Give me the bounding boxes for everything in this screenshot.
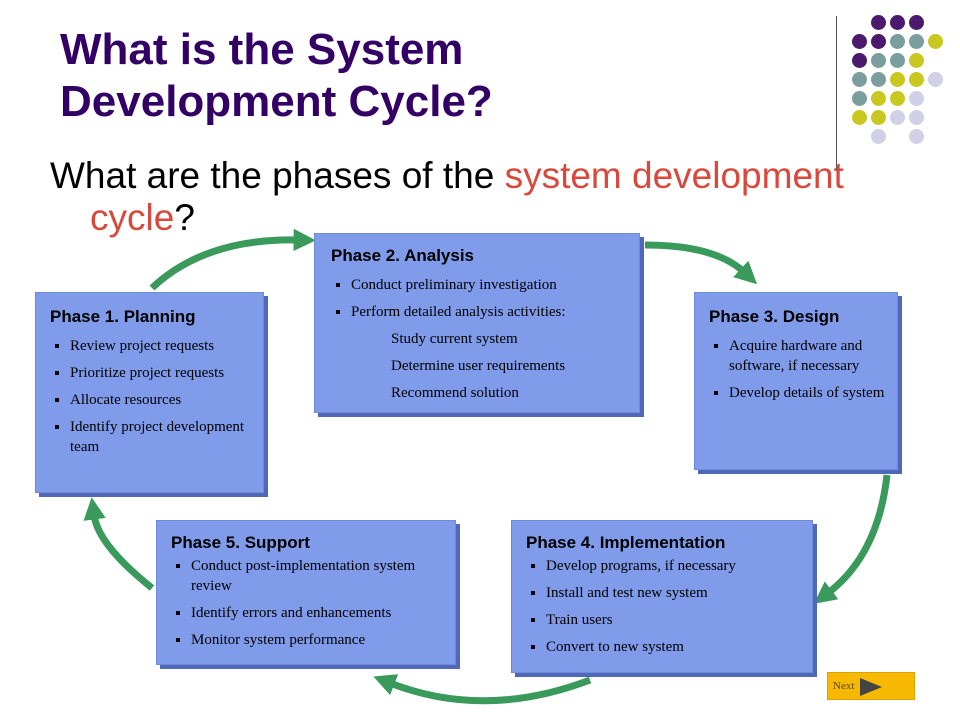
phase-3-items: Acquire hardware and software, if necess… (709, 336, 889, 403)
phase-2-items: Conduct preliminary investigation Perfor… (331, 275, 627, 322)
bullet (336, 310, 340, 314)
phase-2-analysis-box: Phase 2. Analysis Conduct preliminary in… (314, 233, 640, 413)
phase-5-support-box: Phase 5. Support Conduct post-implementa… (156, 520, 456, 665)
phase-1-items: Review project requests Prioritize proje… (50, 336, 257, 457)
phase-2-subitems: Study current system Determine user requ… (331, 329, 627, 403)
subtitle-end: ? (174, 197, 195, 238)
slide-title: What is the System Development Cycle? (60, 24, 780, 128)
decorative-dot (871, 72, 886, 87)
list-item: Conduct preliminary investigation (331, 275, 627, 295)
subtitle-highlight-2: cycle (90, 197, 175, 238)
subtitle-text: What are the phases of the (50, 155, 505, 196)
arrow-phase4-to-phase5 (373, 674, 592, 705)
decorative-dot (909, 53, 924, 68)
decorative-dot (909, 72, 924, 87)
list-item: Monitor system performance (171, 630, 447, 650)
decorative-vertical-line (836, 16, 837, 170)
arrow-phase1-to-phase2 (149, 228, 316, 291)
title-line-2: Development Cycle? (60, 77, 493, 126)
decorative-dot (871, 110, 886, 125)
sub-list-item: Recommend solution (391, 385, 519, 401)
decorative-dot (928, 34, 943, 49)
decorative-dot (852, 91, 867, 106)
decorative-dot (871, 15, 886, 30)
decorative-dot (909, 91, 924, 106)
decorative-dot (909, 34, 924, 49)
decorative-dot (890, 15, 905, 30)
decorative-dot (890, 110, 905, 125)
bullet (531, 618, 535, 622)
bullet (176, 564, 180, 568)
next-button-label: Next (833, 680, 855, 692)
subtitle-highlight-1: system development (504, 155, 844, 196)
bullet (55, 371, 59, 375)
decorative-dot (871, 34, 886, 49)
arrow-phase3-to-phase4 (813, 474, 891, 604)
decorative-dot (909, 129, 924, 144)
phase-4-implementation-box: Phase 4. Implementation Develop programs… (511, 520, 813, 673)
phase-1-planning-box: Phase 1. Planning Review project request… (35, 292, 264, 493)
list-item: Develop details of system (709, 383, 889, 403)
decorative-dot (852, 53, 867, 68)
decorative-dot (928, 72, 943, 87)
bullet (531, 645, 535, 649)
decorative-dot (852, 110, 867, 125)
list-item: Identify project development team (50, 417, 257, 457)
list-item: Convert to new system (526, 637, 804, 657)
bullet (336, 283, 340, 287)
title-line-1: What is the System (60, 25, 464, 74)
decorative-dot (890, 91, 905, 106)
bullet (55, 344, 59, 348)
phase-5-items: Conduct post-implementation system revie… (171, 556, 447, 650)
next-button[interactable]: Next (827, 672, 915, 700)
phase-3-design-box: Phase 3. Design Acquire hardware and sof… (694, 292, 898, 470)
phase-5-title: Phase 5. Support (171, 533, 310, 552)
sub-list-item: Determine user requirements (391, 358, 566, 374)
decorative-dot (871, 53, 886, 68)
bullet (176, 638, 180, 642)
list-item: Allocate resources (50, 390, 257, 410)
list-item: Prioritize project requests (50, 363, 257, 383)
decorative-dot (852, 72, 867, 87)
slide-subtitle: What are the phases of the system develo… (50, 155, 930, 239)
phase-4-items: Develop programs, if necessary Install a… (526, 556, 804, 657)
decorative-dot (890, 72, 905, 87)
decorative-dot (890, 53, 905, 68)
bullet (531, 591, 535, 595)
bullet (714, 344, 718, 348)
decorative-dot (852, 34, 867, 49)
list-item: Acquire hardware and software, if necess… (709, 336, 889, 376)
decorative-dot (909, 110, 924, 125)
list-item: Review project requests (50, 336, 257, 356)
decorative-dot (871, 129, 886, 144)
bullet (55, 425, 59, 429)
bullet (176, 611, 180, 615)
play-arrow-icon (860, 678, 882, 696)
decorative-dot (871, 91, 886, 106)
phase-4-title: Phase 4. Implementation (526, 533, 726, 552)
decorative-dot (890, 34, 905, 49)
list-item: Conduct post-implementation system revie… (171, 556, 447, 596)
bullet (531, 564, 535, 568)
list-item: Install and test new system (526, 583, 804, 603)
sub-list-item: Study current system (391, 331, 518, 347)
phase-3-title: Phase 3. Design (709, 307, 840, 326)
arrow-phase5-to-phase1 (83, 497, 155, 591)
list-item: Develop programs, if necessary (526, 556, 804, 576)
bullet (714, 391, 718, 395)
list-item: Train users (526, 610, 804, 630)
list-item: Perform detailed analysis activities: (331, 302, 627, 322)
arrow-phase2-to-phase3 (644, 241, 758, 285)
list-item: Identify errors and enhancements (171, 603, 447, 623)
phase-1-title: Phase 1. Planning (50, 307, 196, 326)
phase-2-title: Phase 2. Analysis (331, 246, 475, 265)
bullet (55, 398, 59, 402)
decorative-dot (909, 15, 924, 30)
